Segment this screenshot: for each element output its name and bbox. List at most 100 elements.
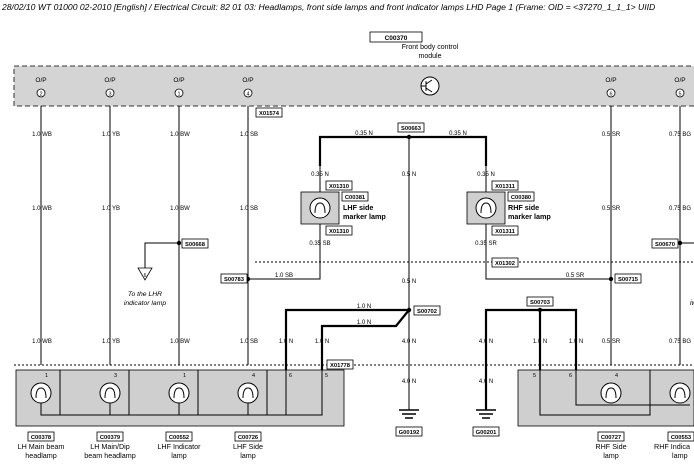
ground-tag-g00192 (395, 426, 423, 437)
bulb-icon (30, 382, 52, 404)
ground-code: G00201 (476, 430, 497, 436)
component-label: LHF Indicator (157, 442, 201, 451)
wire-label: 0.5 SR (602, 339, 621, 345)
lamp-lhf-side: C00726 LHF Side lamp (233, 431, 263, 460)
pin-number: 2 (39, 92, 42, 98)
connector-code: X01778 (330, 363, 351, 369)
splice-tag-s00715 (614, 273, 642, 284)
bulb-icon (99, 382, 121, 404)
wire-label: 0.35 N (355, 131, 373, 137)
side-marker-feed-bus (318, 135, 488, 166)
lhf-side-marker-lamp: C00381 LHF side marker lamp (300, 191, 386, 225)
wire-label: 1.0 SB (240, 206, 258, 212)
component-label: marker lamp (508, 212, 551, 221)
component-code: C00726 (238, 435, 259, 441)
pin-5-group: O/P 5 (674, 77, 685, 98)
wire-label: 1.0 WB (32, 339, 52, 345)
splice-tag-s00668 (181, 238, 209, 249)
wire-label: 1.0 YB (102, 206, 120, 212)
bulb-icon (669, 382, 691, 404)
wire-label: 1.0 BW (170, 206, 190, 212)
arrow-ref: 6 (144, 273, 147, 279)
component-label: headlamp (25, 451, 57, 460)
splice-code: S00783 (224, 277, 245, 283)
connector-code: X01311 (495, 184, 515, 190)
front-body-control-module: C00370 Front body control module O/P 2 O… (13, 31, 694, 107)
connector-code: X01310 (329, 184, 349, 190)
connector-tag-x01310-top (325, 180, 353, 191)
connection-arrow-icon (137, 267, 153, 281)
wire-label: 1.0 N (357, 304, 371, 310)
lamp-pin: 4 (615, 373, 618, 379)
pin-number: 1 (177, 92, 180, 98)
transistor-symbol (421, 79, 433, 93)
pin-number: 6 (609, 92, 612, 98)
op-label: O/P (242, 77, 253, 84)
splice-dot (406, 134, 412, 140)
component-code: C00552 (169, 435, 189, 441)
lh-bulbs (30, 370, 323, 416)
module-body (13, 65, 694, 107)
wire-label: 1.0 N (357, 320, 371, 326)
wire-label: 1.0 WB (32, 132, 52, 138)
bulb-icon (237, 382, 259, 404)
ground-code: G00192 (399, 430, 420, 436)
wire-label: 4.0 N (479, 379, 493, 385)
splice-tag-s00670 (651, 238, 679, 249)
splice-code: S00663 (401, 126, 422, 132)
component-label: LHF side (343, 203, 373, 212)
wire-label: 4.0 N (402, 339, 416, 345)
wire-to-lhr-indicator (144, 242, 179, 268)
wire-label: 0.75 BG (669, 132, 691, 138)
component-label: lamp (240, 451, 256, 460)
connector-code: X01310 (329, 229, 349, 235)
wires (40, 106, 681, 365)
pin-3-group: O/P 3 (104, 77, 115, 98)
component-tag (341, 191, 369, 202)
connector-code: X01311 (495, 229, 515, 235)
component-label: RHF Side (595, 442, 626, 451)
rhf-side-marker-lamp: C00380 RHF side marker lamp (466, 191, 551, 225)
lamp-lhf-indicator: C00552 LHF Indicator lamp (157, 431, 201, 460)
component-label: LHF Side (233, 442, 263, 451)
component-label: lamp (672, 451, 688, 460)
wire-label: 1.0 N (279, 339, 293, 345)
wire-label: 0.35 N (449, 131, 467, 137)
wire-label: 0.5 N (402, 172, 416, 178)
splice-code: S00668 (185, 242, 206, 248)
component-label: RHF Indica (654, 442, 690, 451)
component-code: C00381 (345, 195, 366, 201)
lamp-pin: 1 (183, 373, 186, 379)
connector-code: X01574 (259, 111, 280, 117)
lamp-pin: 6 (569, 373, 572, 379)
component-code: C00379 (100, 435, 121, 441)
component-label: lamp (603, 451, 619, 460)
component-code: C00727 (601, 435, 621, 441)
pin-1-group: O/P 1 (173, 77, 184, 98)
wire-label: 1.0 YB (102, 339, 120, 345)
connector-tag-x01310-bottom (325, 225, 353, 236)
bulb-icon (600, 382, 622, 404)
splice-code: S00715 (618, 277, 639, 283)
lamp-pin: 4 (252, 373, 255, 379)
wire-label: 4.0 N (479, 339, 493, 345)
wire-label: 1.0 N (533, 339, 547, 345)
splice-tag-s00663 (397, 122, 425, 133)
splice-code: S00670 (655, 242, 675, 248)
pin-2-group: O/P 2 (35, 77, 46, 98)
component-label: beam headlamp (84, 451, 136, 460)
ground-tag-g00201 (472, 426, 500, 437)
ground-symbol-icon (476, 409, 496, 419)
wire-label: 0.35 SR (475, 241, 497, 247)
ground-bus-left (284, 308, 409, 370)
lamp-lh-main-beam: C00378 LH Main beam headlamp (18, 431, 64, 460)
wire-label: 0.75 BG (669, 206, 691, 212)
wire-label: 1.0 SB (240, 132, 258, 138)
component-label: lamp (171, 451, 187, 460)
lamp-pin: 5 (533, 373, 536, 379)
lamp-rhf-indicator: C00553 RHF Indica lamp (654, 431, 694, 460)
ground-symbol-icon (399, 409, 419, 419)
component-label: marker lamp (343, 212, 386, 221)
wire-side-marker-rh-return (485, 262, 611, 280)
